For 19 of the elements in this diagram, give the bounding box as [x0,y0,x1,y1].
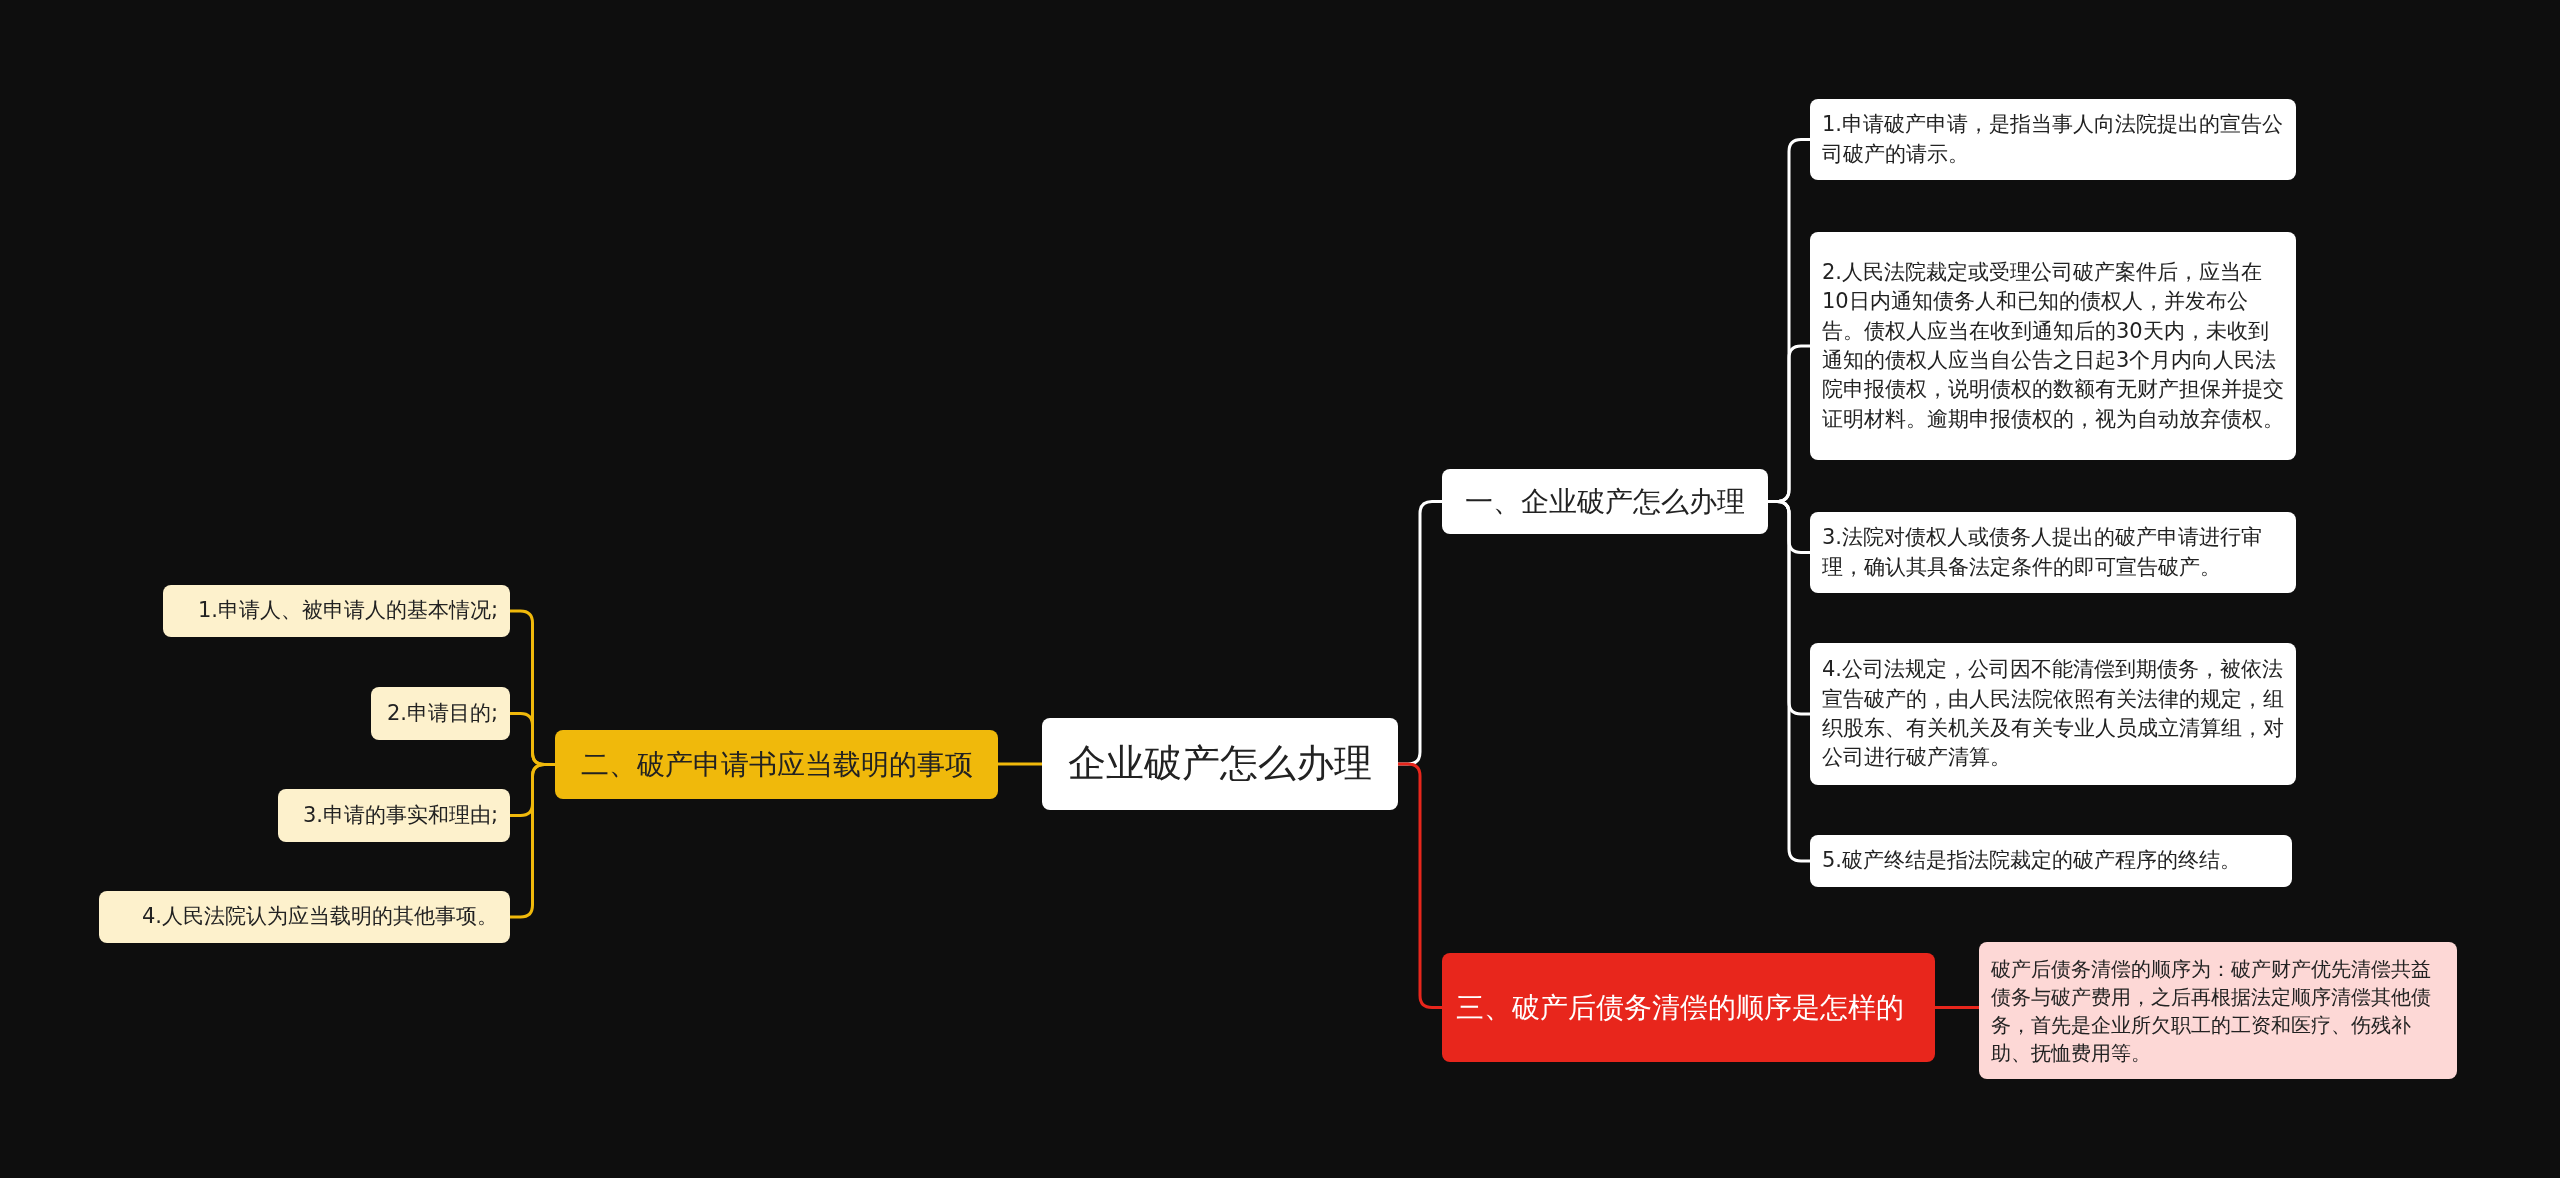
connector-line [1768,500,1810,863]
topic-box: 二、破产申请书应当载明的事项 [555,730,998,799]
topic-box: 一、企业破产怎么办理 [1442,469,1768,534]
subtopic-box: 4.公司法规定，公司因不能清偿到期债务，被依法宣告破产的，由人民法院依照有关法律的规定，组织股东、有关机关及有关专业人员成立清算组，对公司进行破产清算。 [1810,643,2296,785]
connector-line [1935,1006,1979,1009]
subtopic-box: 5.破产终结是指法院裁定的破产程序的终结。 [1810,835,2292,887]
subtopic-box: 3.法院对债权人或债务人提出的破产申请进行审理，确认其具备法定条件的即可宣告破产。 [1810,512,2296,593]
topic-box: 三、破产后债务清偿的顺序是怎样的 [1442,953,1935,1062]
note-box: 破产后债务清偿的顺序为：破产财产优先清偿共益债务与破产费用，之后再根据法定顺序清偿其他债务，首先是企业所欠职工的工资和医疗、伤残补助、抚恤费用等。 [1979,942,2457,1079]
connector-line [510,763,555,919]
connector-line [1398,762,1442,1009]
central-topic-box: 企业破产怎么办理 [1042,718,1398,810]
subtopic-box: 2.人民法院裁定或受理公司破产案件后，应当在10日内通知债务人和已知的债权人，并发布公告。债权人应当在收到通知后的30天内，未收到通知的债权人应当自公告之日起3个月内向人民法院申报债权，说明债权的数额有无财产担保并提交证明材料。逾期申报债权的，视为自动放弃债权。 [1810,232,2296,460]
subtopic-box: 1.申请人、被申请人的基本情况; [163,585,510,637]
subtopic-box: 4.人民法院认为应当载明的其他事项。 [99,891,510,943]
subtopic-box: 2.申请目的; [371,687,510,740]
subtopic-box: 3.申请的事实和理由; [278,789,510,842]
subtopic-box: 1.申请破产申请，是指当事人向法院提出的宣告公司破产的请示。 [1810,99,2296,180]
connector-line [998,762,1042,766]
